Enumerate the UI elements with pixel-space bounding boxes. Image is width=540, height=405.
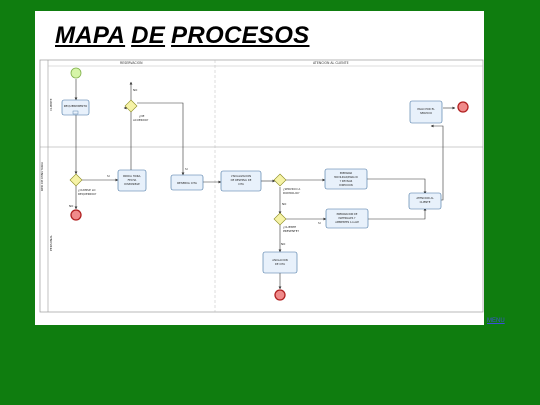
lane-cliente-label: CLIENTE [49, 98, 53, 111]
gateway-cumple-label-2: REQUERIDO? [78, 192, 97, 196]
flow-label-no-servicio: NO [282, 202, 287, 206]
menu-link[interactable]: MENU [487, 318, 505, 324]
task-anulacion-cita: ANULACION DE CITA [262, 251, 298, 274]
svg-text:MOVILIDAD/PARA IR: MOVILIDAD/PARA IR [334, 176, 358, 179]
task-indica-hora: INDICA HORA, FECHA DISPONIBLE [117, 169, 147, 192]
phase-atencion-label: ATENCION AL CLIENTE [313, 61, 349, 65]
gateway-presente-label-1: ¿CLIENTE [283, 225, 296, 229]
svg-text:PREPARAR: PREPARAR [340, 172, 353, 175]
end-event-pago [457, 101, 469, 113]
svg-text:CLIENTE: CLIENTE [420, 200, 431, 204]
svg-text:DE CITA: DE CITA [275, 262, 285, 266]
gateway-cumple-label-1: ¿CUMPLE LO [78, 188, 96, 192]
gateway-de-acuerdo [124, 99, 138, 113]
flow-label-no-cumple: NO [69, 204, 74, 208]
process-map-diagram: RED DE MINUTARIA CLIENTE PERSONAL RESERV… [39, 59, 484, 313]
gateway-acuerdo-label-2: ACUERDO? [133, 118, 149, 122]
flow-label-si-presente: SI [318, 221, 321, 225]
svg-text:AMBIENTES A LLAM: AMBIENTES A LLAM [335, 221, 358, 224]
svg-text:DIRECCION: DIRECCION [339, 184, 353, 187]
task-reserva-cita: RESERVA CITA [170, 174, 204, 191]
pool-frame [39, 59, 484, 313]
end-event-no-cumple [70, 209, 82, 221]
svg-text:FECHA: FECHA [128, 178, 137, 182]
flow-label-si-acuerdo: SI [185, 167, 188, 171]
gateway-servicio-label-1: ¿SERVICIO A [283, 187, 300, 191]
lane-personal-label: PERSONAL [49, 235, 53, 251]
svg-text:REQUERIMIENTO: REQUERIMIENTO [64, 104, 88, 108]
end-event-anulacion [274, 289, 286, 301]
task-atencion-cliente: ATENCION AL CLIENTE [408, 192, 442, 210]
svg-text:VISUALIZACION: VISUALIZACION [231, 174, 251, 178]
svg-text:SERVICIO: SERVICIO [420, 111, 432, 115]
svg-text:DISPONIBLE: DISPONIBLE [124, 182, 140, 186]
svg-text:Y REVISAR: Y REVISAR [340, 180, 353, 183]
pool-label: RED DE MINUTARIA [40, 161, 44, 191]
gateway-cumple-requerido [69, 173, 83, 187]
task-pago-servicio: PAGO POR EL SERVICIO [409, 100, 443, 124]
start-event-cliente [70, 67, 82, 79]
flow-label-no-acuerdo: NO [133, 88, 138, 92]
phase-reservacion-label: RESERVACION [120, 61, 143, 65]
task-visualizacion: VISUALIZACION DE RESERVA DE CITA [220, 170, 262, 192]
svg-text:DE RESERVA DE: DE RESERVA DE [231, 178, 252, 182]
svg-text:ANULACION: ANULACION [272, 258, 287, 262]
svg-text:RESERVA CITA: RESERVA CITA [177, 181, 197, 185]
task-preparar-movilidad: PREPARAR MOVILIDAD/PARA IR Y REVISAR DIR… [324, 168, 368, 190]
svg-text:ATENCION AL: ATENCION AL [416, 196, 434, 200]
gateway-servicio-domicilio [273, 173, 287, 187]
gateway-cliente-presente [273, 212, 287, 226]
task-requerimiento: REQUERIMIENTO [61, 99, 90, 116]
gateway-presente-label-2: PRESENTE? [283, 229, 300, 233]
gateway-servicio-label-2: DOMICILIO? [283, 191, 300, 195]
svg-text:INDICA HORA,: INDICA HORA, [123, 174, 141, 178]
flow-label-no-presente: NO [281, 242, 286, 246]
svg-text:CITA: CITA [238, 182, 244, 186]
svg-text:PREPARACION DE: PREPARACION DE [337, 213, 358, 216]
svg-text:PAGO POR EL: PAGO POR EL [417, 107, 435, 111]
task-preparacion-materiales: PREPARACION DE MATERIALES Y AMBIENTES A … [325, 208, 369, 229]
flow-label-si-cumple: SI [107, 174, 110, 178]
gateway-acuerdo-label-1: ¿DE [139, 114, 145, 118]
svg-text:MATERIALES Y: MATERIALES Y [338, 217, 356, 220]
